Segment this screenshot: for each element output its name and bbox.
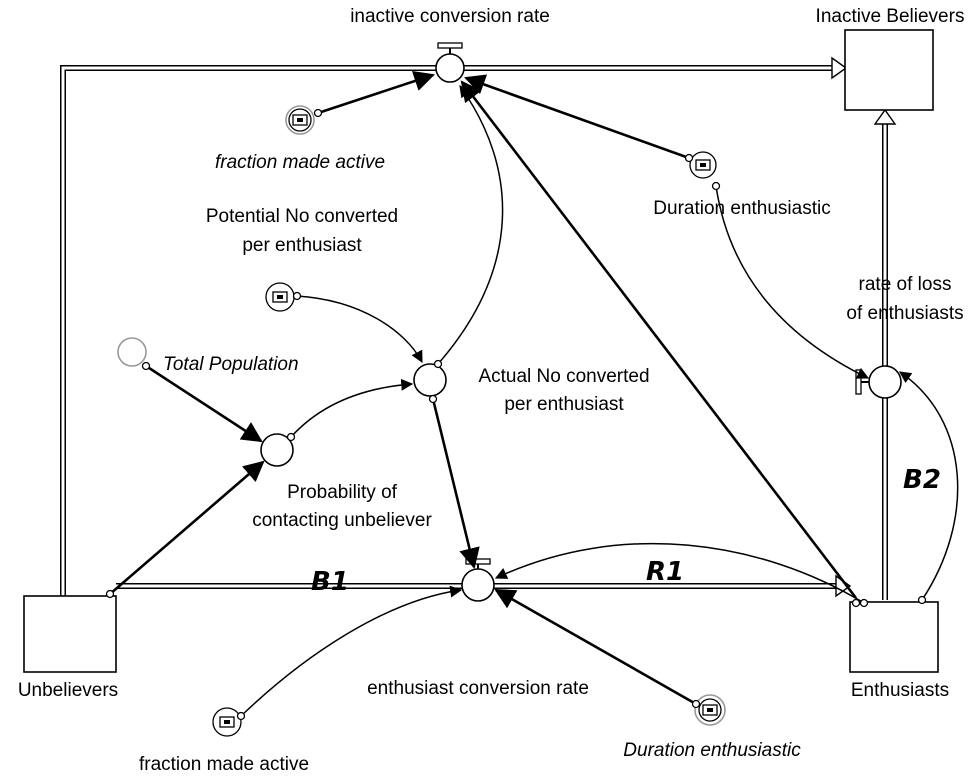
loop-label-b1: B1 bbox=[311, 567, 349, 597]
connector-enthusiasts-to-loss bbox=[899, 371, 959, 601]
loop-label-r1: R1 bbox=[646, 557, 684, 587]
connector-potential-to-actual bbox=[296, 295, 423, 364]
label-potential-no-line1: Potential No converted bbox=[206, 206, 398, 227]
connector-probability-to-actual bbox=[290, 378, 414, 438]
flow-pipe-enthusiasts-to-inactive bbox=[873, 108, 897, 600]
label-probability-line1: Probability of bbox=[287, 482, 398, 503]
label-inactive-conversion-rate: inactive conversion rate bbox=[350, 6, 550, 27]
const-duration-enthusiastic-top[interactable] bbox=[689, 151, 717, 179]
valve-enthusiast-conversion-rate[interactable] bbox=[461, 558, 495, 602]
const-fraction-made-active-top[interactable] bbox=[285, 105, 315, 135]
stock-unbelievers[interactable] bbox=[23, 595, 117, 673]
stock-inactive-believers[interactable] bbox=[844, 29, 934, 111]
label-inactive-believers: Inactive Believers bbox=[816, 6, 965, 27]
connector-fraction-to-enthusiast-rate bbox=[240, 585, 463, 717]
const-duration-enthusiastic-bottom[interactable] bbox=[694, 694, 726, 726]
label-total-population: Total Population bbox=[163, 354, 299, 375]
aux-probability-of-contacting[interactable] bbox=[260, 433, 294, 467]
connector-actual-to-inactive bbox=[437, 85, 504, 365]
connector-enthusiasts-to-enthusiast-rate bbox=[494, 542, 865, 604]
label-rate-of-loss-line2: of enthusiasts bbox=[846, 303, 963, 324]
connector-fraction-to-inactive bbox=[317, 70, 435, 115]
connector-duration-to-loss bbox=[715, 185, 870, 379]
loop-label-b2: B2 bbox=[903, 465, 941, 495]
label-fraction-made-active: fraction made active bbox=[139, 754, 309, 775]
label-enthusiasts: Enthusiasts bbox=[851, 680, 949, 701]
label-rate-of-loss-line1: rate of loss bbox=[859, 274, 952, 295]
label-duration-enthusiastic-italic: Duration enthusiastic bbox=[623, 740, 801, 761]
connector-enthusiasts-to-inactive bbox=[460, 80, 858, 599]
ghost-total-population[interactable] bbox=[117, 337, 147, 367]
connector-unbelievers-to-probability bbox=[109, 460, 265, 595]
label-actual-no-line2: per enthusiast bbox=[504, 394, 624, 415]
label-potential-no-line2: per enthusiast bbox=[242, 235, 362, 256]
valve-inactive-conversion-rate[interactable] bbox=[435, 42, 465, 83]
stock-enthusiasts[interactable] bbox=[849, 601, 939, 673]
aux-actual-no-converted[interactable] bbox=[413, 363, 447, 397]
const-fraction-made-active-bottom[interactable] bbox=[212, 707, 242, 737]
label-actual-no-line1: Actual No converted bbox=[478, 366, 649, 387]
label-duration-enthusiastic: Duration enthusiastic bbox=[653, 198, 830, 219]
label-probability-line2: contacting unbeliever bbox=[252, 510, 432, 531]
connector-actual-to-enthusiast-rate bbox=[431, 398, 480, 570]
const-potential-no-converted[interactable] bbox=[265, 282, 295, 312]
label-enthusiast-conversion-rate: enthusiast conversion rate bbox=[367, 678, 589, 699]
label-unbelievers: Unbelievers bbox=[18, 680, 118, 701]
connector-duration-to-inactive bbox=[464, 74, 690, 160]
valve-rate-of-loss-of-enthusiasts[interactable] bbox=[855, 365, 902, 399]
connector-duration-to-enthusiast-rate bbox=[494, 588, 697, 706]
connector-total-to-probability bbox=[145, 364, 263, 443]
label-fraction-made-active-italic: fraction made active bbox=[215, 152, 385, 173]
flow-pipe-unbelievers-to-inactive bbox=[60, 56, 848, 596]
connector-origin-dots bbox=[105, 108, 927, 721]
